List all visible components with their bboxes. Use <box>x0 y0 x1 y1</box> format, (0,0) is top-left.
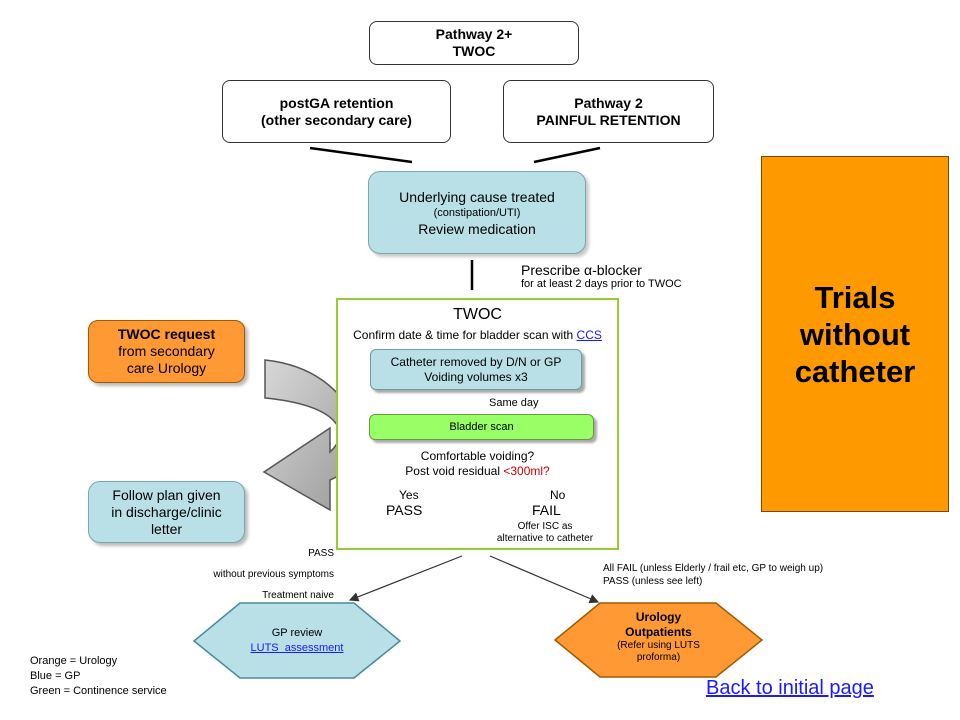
underlying-cause-box: Underlying cause treated (constipation/U… <box>368 171 586 254</box>
prescribe-label: Prescribe α-blocker <box>521 262 642 278</box>
curved-arrow-shape <box>262 359 358 512</box>
catheter-removed-box: Catheter removed by D/N or GP Voiding vo… <box>370 349 582 390</box>
connector-pathway2-to-cause <box>533 146 601 164</box>
urology-op-content: Urology Outpatients (Refer using LUTS pr… <box>555 610 762 664</box>
arrow-to-gp-review <box>348 555 463 602</box>
gp-review-hexagon <box>192 602 402 679</box>
luts-assessment-link[interactable]: LUTS assessment <box>250 642 344 654</box>
trials-without-catheter-title: Trials without catheter <box>761 156 949 512</box>
review-medication-label: Review medication <box>418 220 536 237</box>
ccs-link[interactable]: CCS <box>576 328 602 342</box>
fail-notes-line-2: PASS (unless see left) <box>603 576 703 587</box>
cause-label: Underlying cause treated <box>399 188 555 205</box>
legend-green: Green = Continence service <box>30 685 167 697</box>
postga-retention-box: postGA retention (other secondary care) <box>222 80 451 143</box>
legend-blue: Blue = GP <box>30 670 81 682</box>
prescribe-detail: for at least 2 days prior to TWOC <box>521 278 682 290</box>
pathway-2plus-label: Pathway 2+ <box>435 26 513 42</box>
fail-label: FAIL <box>532 502 561 518</box>
same-day-label: Same day <box>489 397 539 409</box>
pass-notes: PASS without previous symptoms Treatment… <box>150 543 334 606</box>
luts-proforma-note-1: (Refer using LUTS <box>617 640 700 651</box>
color-legend: Orange = Urology Blue = GP Green = Conti… <box>30 654 167 699</box>
follow-plan-box: Follow plan given in discharge/clinic le… <box>88 481 245 543</box>
pathway-2-box: Pathway 2 PAINFUL RETENTION <box>503 80 714 143</box>
no-label: No <box>550 488 566 502</box>
back-to-initial-page-link[interactable]: Back to initial page <box>706 677 874 699</box>
comfortable-voiding-label: Comfortable voiding? <box>420 449 535 463</box>
pathway-2plus-sublabel: TWOC <box>452 43 496 59</box>
post-void-residual-line: Post void residual <300ml? <box>336 464 619 479</box>
offer-isc-line-1: Offer ISC as <box>517 521 573 532</box>
bladder-scan-box: Bladder scan <box>369 414 594 440</box>
pass-notes-line-2: without previous symptoms <box>213 569 334 580</box>
residual-prefix: Post void residual <box>405 464 504 478</box>
follow-plan-line-1: Follow plan given <box>112 486 221 503</box>
voiding-volumes-label: Voiding volumes x3 <box>424 369 528 384</box>
follow-plan-line-3: letter <box>150 520 183 537</box>
pass-label: PASS <box>386 502 423 518</box>
bladder-scan-label: Bladder scan <box>449 421 514 433</box>
offer-isc-line-2: alternative to catheter <box>496 533 594 544</box>
yes-label: Yes <box>399 488 419 502</box>
cause-examples: (constipation/UTI) <box>433 206 521 219</box>
legend-orange: Orange = Urology <box>30 655 118 667</box>
title-line-2: without <box>799 316 911 352</box>
pathway-2plus-box: Pathway 2+ TWOC <box>369 21 579 65</box>
pathway-2-sublabel: PAINFUL RETENTION <box>536 111 681 128</box>
outpatients-label: Outpatients <box>625 625 692 639</box>
postga-sublabel: (other secondary care) <box>261 111 412 128</box>
postga-label: postGA retention <box>279 94 394 111</box>
follow-plan-line-2: in discharge/clinic <box>111 503 222 520</box>
confirm-date-line: Confirm date & time for bladder scan wit… <box>336 328 619 342</box>
gp-review-content: GP review LUTS assessment <box>194 626 400 656</box>
pass-notes-line-3: Treatment naive <box>262 590 334 601</box>
pathway-2-label: Pathway 2 <box>574 94 643 111</box>
urology-op-hexagon <box>553 602 764 678</box>
twoc-request-label: TWOC request <box>117 326 216 342</box>
title-line-1: Trials <box>814 279 896 315</box>
pass-notes-line-1: PASS <box>308 548 334 559</box>
twoc-request-line-2: from secondary <box>118 343 215 359</box>
twoc-request-box: TWOC request from secondary care Urology <box>88 320 245 383</box>
arrow-to-urology-op <box>489 555 600 604</box>
confirm-text: Confirm date & time for bladder scan wit… <box>353 328 577 342</box>
luts-proforma-note-2: proforma) <box>636 652 681 663</box>
twoc-request-line-3: care Urology <box>126 360 207 376</box>
title-line-3: catheter <box>794 353 916 389</box>
urology-op-label: Urology <box>635 610 682 624</box>
fail-notes: All FAIL (unless Elderly / frail etc, GP… <box>603 562 823 588</box>
gp-review-label: GP review <box>271 627 323 639</box>
prescribe-note: Prescribe α-blocker for at least 2 days … <box>521 262 682 290</box>
twoc-title: TWOC <box>453 306 502 323</box>
fail-notes-line-1: All FAIL (unless Elderly / frail etc, GP… <box>603 563 824 574</box>
residual-threshold: <300ml? <box>503 464 550 478</box>
comfortable-voiding-question: Comfortable voiding? Post void residual … <box>336 449 619 479</box>
connector-postga-to-cause <box>309 146 413 164</box>
offer-isc-note: Offer ISC as alternative to catheter <box>480 521 610 545</box>
catheter-removed-label: Catheter removed by D/N or GP <box>390 354 562 369</box>
